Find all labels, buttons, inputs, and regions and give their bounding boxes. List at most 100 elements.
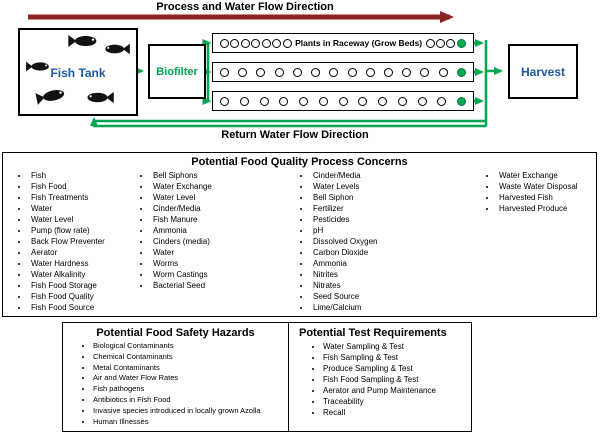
test-requirements-box: Potential Test Requirements Water Sampli… — [289, 323, 471, 431]
list-item: Metal Contaminants — [93, 363, 288, 374]
list-item: Water Exchange — [497, 170, 596, 181]
plant-dot-icon — [446, 38, 456, 48]
quality-concerns-box: Potential Food Quality Process Concerns … — [2, 152, 597, 317]
list-item: Water Levels — [311, 181, 467, 192]
list-item: Fish Food Storage — [29, 280, 121, 291]
plant-dot-icon — [274, 67, 284, 77]
list-item: Water Level — [151, 192, 281, 203]
fish-icon — [87, 91, 114, 104]
plant-dot-icon — [230, 38, 240, 48]
quality-list-3: Cinder/MediaWater LevelsBell SiphonFerti… — [295, 170, 467, 313]
list-item: Fish pathogens — [93, 384, 288, 395]
fish-icon — [26, 61, 49, 72]
list-item: Fish — [29, 170, 121, 181]
list-item: Lime/Calcium — [311, 302, 467, 313]
raceway-row — [212, 62, 474, 82]
plant-dot-green-icon — [456, 67, 466, 77]
list-item: Invasive species introduced in locally g… — [93, 406, 288, 417]
plant-dot-green-icon — [457, 96, 466, 106]
plant-dot-icon — [417, 96, 427, 106]
raceway-row — [212, 91, 474, 111]
fish-icon — [68, 35, 97, 47]
quality-column-4: Water ExchangeWaste Water DisposalHarves… — [467, 170, 596, 313]
plant-dot-icon — [282, 38, 292, 48]
list-item: Recall — [323, 407, 471, 418]
plant-dot-icon — [437, 96, 447, 106]
plant-dot-icon — [279, 96, 289, 106]
list-item: Human Illnesses — [93, 417, 288, 428]
list-item: Traceability — [323, 396, 471, 407]
plant-dot-icon — [272, 38, 282, 48]
plant-dot-icon — [438, 67, 448, 77]
plant-dot-icon — [299, 96, 308, 106]
test-requirements-title: Potential Test Requirements — [299, 327, 447, 339]
list-item: Chemical Contaminants — [93, 352, 288, 363]
list-item: Cinders (media) — [151, 236, 281, 247]
list-item: Water Alkalinity — [29, 269, 121, 280]
list-item: Pump (flow rate) — [29, 225, 121, 236]
fish-icon — [105, 43, 130, 55]
plant-dot-icon — [338, 96, 348, 106]
list-item: Bell Siphon — [311, 192, 467, 203]
plant-dot-icon — [251, 38, 261, 48]
list-item: Ammonia — [151, 225, 281, 236]
list-item: Produce Sampling & Test — [323, 363, 471, 374]
list-item: Water — [29, 203, 121, 214]
process-flow-label: Process and Water Flow Direction — [156, 1, 334, 13]
safety-hazards-box: Potential Food Safety Hazards Biological… — [63, 323, 289, 431]
harvest-label: Harvest — [520, 64, 566, 79]
plant-dot-icon — [397, 96, 407, 106]
list-item: Carbon Dioxide — [311, 247, 467, 258]
fish-icon — [35, 90, 65, 105]
list-item: Air and Water Flow Rates — [93, 373, 288, 384]
quality-list-1: FishFish FoodFish TreatmentsWaterWater L… — [13, 170, 121, 313]
raceway-label: Plants in Raceway (Grow Beds) — [295, 38, 423, 48]
list-item: Ammonia — [311, 258, 467, 269]
plant-dot-icon — [329, 67, 339, 77]
plant-dot-icon — [436, 38, 446, 48]
list-item: Fish Food Source — [29, 302, 121, 313]
plant-dot-icon — [292, 67, 302, 77]
list-item: Water Level — [29, 214, 121, 225]
quality-concerns-title: Potential Food Quality Process Concerns — [191, 156, 408, 168]
list-item: Worm Castings — [151, 269, 281, 280]
list-item: Fish Treatments — [29, 192, 121, 203]
list-item: Fish Food Quality — [29, 291, 121, 302]
list-item: Aerator and Pump Maintenance — [323, 385, 471, 396]
plant-dot-icon — [311, 67, 321, 77]
list-item: Biological Contaminants — [93, 341, 288, 352]
quality-concerns-columns: FishFish FoodFish TreatmentsWaterWater L… — [3, 170, 596, 313]
plant-dot-icon — [239, 96, 249, 106]
list-item: Fish Manure — [151, 214, 281, 225]
list-item: Fertilizer — [311, 203, 467, 214]
test-requirements-list: Water Sampling & TestFish Sampling & Tes… — [299, 341, 471, 418]
plant-dot-icon — [240, 38, 250, 48]
plant-dot-icon — [365, 67, 375, 77]
quality-list-4: Water ExchangeWaste Water DisposalHarves… — [481, 170, 596, 214]
return-flow-label: Return Water Flow Direction — [221, 129, 369, 141]
list-item: Cinder/Media — [151, 203, 281, 214]
list-item: Harvested Fish — [497, 192, 596, 203]
plant-dot-icon — [220, 67, 229, 77]
plant-dot-green-icon — [456, 38, 466, 48]
list-item: Aerator — [29, 247, 121, 258]
list-item: Fish Sampling & Test — [323, 352, 471, 363]
plant-dot-icon — [238, 67, 248, 77]
bottom-panel: Potential Food Safety Hazards Biological… — [62, 322, 472, 432]
quality-column-3: Cinder/MediaWater LevelsBell SiphonFerti… — [281, 170, 467, 313]
list-item: Worms — [151, 258, 281, 269]
plant-dot-icon — [402, 67, 412, 77]
list-item: Seed Source — [311, 291, 467, 302]
safety-hazards-list: Biological ContaminantsChemical Contamin… — [63, 341, 288, 427]
safety-hazards-title: Potential Food Safety Hazards — [96, 327, 255, 339]
list-item: Nitrites — [311, 269, 467, 280]
plant-dot-icon — [318, 96, 328, 106]
list-item: Waste Water Disposal — [497, 181, 596, 192]
list-item: Water — [151, 247, 281, 258]
plant-dot-icon — [378, 96, 387, 106]
plant-dot-icon — [383, 67, 393, 77]
list-item: Pesticides — [311, 214, 467, 225]
biofilter-label: Biofilter — [156, 65, 198, 78]
plant-dot-icon — [358, 96, 368, 106]
list-item: Water Sampling & Test — [323, 341, 471, 352]
